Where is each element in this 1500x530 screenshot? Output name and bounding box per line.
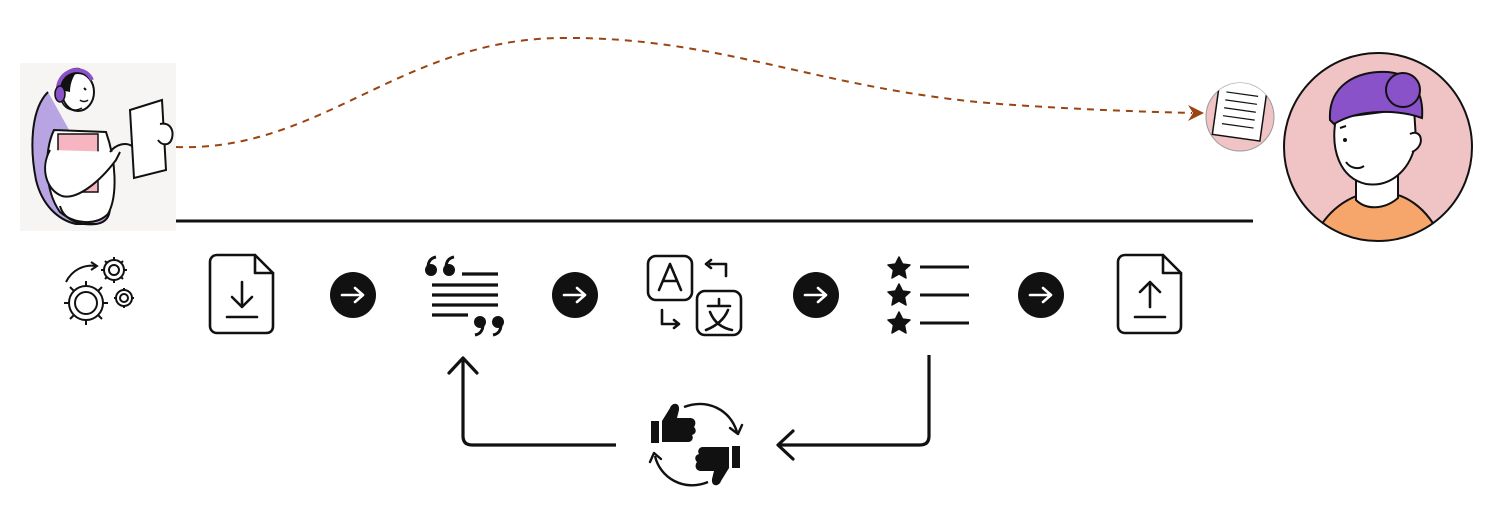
delivery-dashed-arrow — [175, 36, 1193, 149]
feedback-thumbs-icon — [648, 402, 744, 487]
document-icon — [1205, 82, 1275, 152]
file-upload-icon — [1116, 253, 1183, 335]
flow-arrow-3 — [793, 272, 839, 318]
agent-illustration — [20, 63, 176, 231]
gears-icon — [64, 257, 134, 325]
file-download-icon — [208, 253, 275, 335]
loop-connector-extract — [461, 360, 616, 447]
flow-arrow-2 — [552, 272, 598, 318]
quote-text-icon — [425, 255, 504, 337]
customer-avatar — [1283, 52, 1473, 242]
translate-icon — [646, 254, 743, 337]
flow-arrow-4 — [1018, 272, 1064, 318]
flow-arrow-1 — [330, 272, 376, 318]
rated-list-icon — [887, 256, 969, 334]
loop-arrowhead-up — [447, 356, 479, 375]
delivery-arrowhead — [1188, 105, 1204, 121]
loop-connector-evaluate — [780, 355, 931, 447]
loop-arrowhead-left — [776, 429, 795, 461]
